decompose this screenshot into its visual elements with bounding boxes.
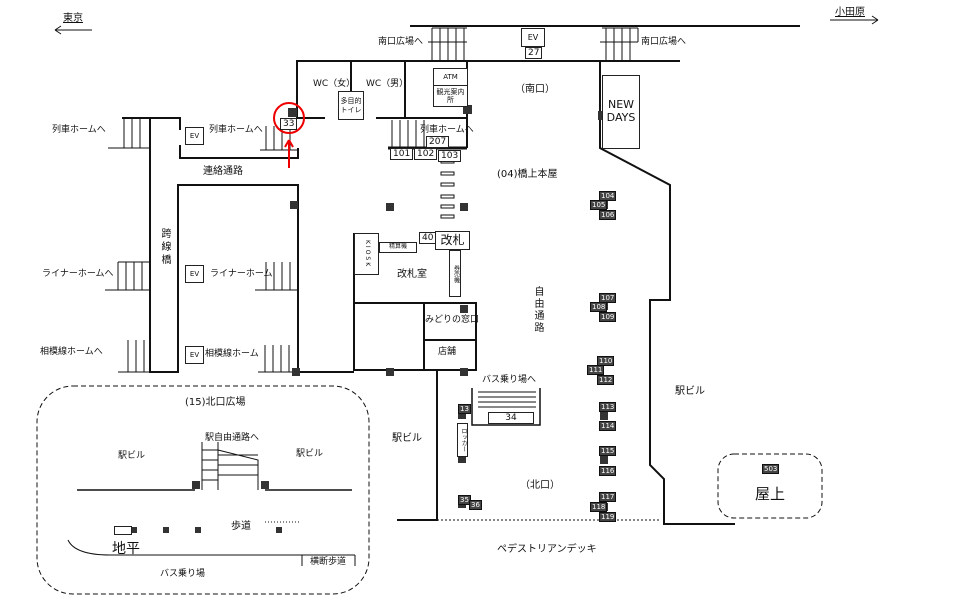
tag-13: 13 [458, 404, 471, 414]
ev-label: EV [189, 350, 200, 359]
kiosk-label: KIOSK [363, 239, 371, 269]
elevator-3: EV [185, 346, 204, 364]
tag-104: 104 [599, 191, 617, 201]
tag-117: 117 [599, 492, 617, 502]
tag-40: 40 [419, 232, 437, 244]
tag-101: 101 [390, 148, 414, 160]
label-gate-room: 改札室 [397, 269, 427, 280]
tag-36: 36 [469, 500, 482, 510]
label-sagami-home-2: 相模線ホーム [205, 349, 259, 359]
arrow-right-icon [830, 15, 879, 25]
tag-118: 118 [590, 502, 608, 512]
tag-105: 105 [590, 200, 608, 210]
label-liner-home-2: ライナーホーム [210, 269, 273, 279]
ev-label: EV [527, 32, 539, 42]
label-to-free-passage: 駅自由通路へ [205, 433, 260, 443]
tourist-info: 観光案内所 [433, 85, 468, 107]
label-north-plaza: (15)北口広場 [185, 397, 246, 408]
ticket-gate: 改札 [435, 231, 470, 250]
tag-119: 119 [599, 512, 617, 522]
label-connecting-passage: 連絡通路 [203, 166, 243, 177]
locker: ロッカー [457, 423, 468, 457]
elevator-2: EV [185, 265, 204, 283]
elevator-1: EV [185, 127, 204, 145]
bench [114, 526, 132, 535]
label-main-building: (04)橋上本屋 [497, 169, 558, 180]
fare-adjust-label: 精算機 [388, 243, 407, 251]
label-liner-home-1: ライナーホームへ [42, 269, 114, 279]
label-train-home-2: 列車ホームへ [209, 125, 263, 135]
tag-33: 33 [280, 118, 298, 130]
tag-103: 103 [438, 150, 462, 162]
label-rooftop: 屋上 [755, 485, 786, 503]
label-south-plaza-right: 南口広場へ [641, 37, 687, 47]
label-south-exit: （南口） [515, 84, 555, 95]
label-plaza-building-left: 駅ビル [118, 451, 146, 461]
locker-label: ロッカー [459, 428, 467, 452]
tag-114: 114 [599, 421, 617, 431]
label-wc-female: WC（女） [313, 79, 356, 89]
label-free-passage: 自由通路 [532, 286, 543, 334]
ev-label: EV [189, 131, 200, 140]
label-bus-to: バス乗り場へ [482, 375, 537, 385]
label-train-home-3: 列車ホームへ [420, 125, 474, 135]
ticket-machine: 券売機 [449, 250, 461, 297]
ticket-machine-label: 券売機 [452, 264, 460, 283]
tag-116: 116 [599, 466, 617, 476]
tag-34: 34 [488, 412, 534, 424]
tag-503: 503 [762, 464, 780, 474]
label-bus-stop: バス乗り場 [160, 569, 206, 579]
label-south-plaza-left: 南口広場へ [378, 37, 424, 47]
fare-adjustment-machine: 精算機 [379, 242, 417, 253]
tag-106: 106 [599, 210, 617, 220]
kiosk: KIOSK [354, 233, 379, 275]
elevator: EV [521, 28, 545, 47]
tag-27: 27 [525, 47, 543, 59]
label-sagami-home-1: 相模線ホームへ [40, 347, 103, 357]
label-station-building-left: 駅ビル [392, 433, 422, 444]
label-north-exit: （北口） [520, 480, 560, 491]
tag-107: 107 [599, 293, 617, 303]
label-train-home-1: 列車ホームへ [52, 125, 106, 135]
tag-207: 207 [426, 136, 450, 148]
tag-115: 115 [599, 446, 617, 456]
newdays-shop: NEWDAYS [602, 75, 640, 149]
tag-112: 112 [597, 375, 615, 385]
label-midori-window: みどりの窓口 [425, 315, 480, 325]
atm: ATM [433, 68, 468, 86]
label-crossover-bridge: 跨線橋 [159, 228, 170, 267]
direction-odawara: 小田原 [835, 7, 865, 18]
newdays-label: NEWDAYS [606, 98, 636, 124]
label-plaza-building-right: 駅ビル [296, 449, 324, 459]
ticket-gate-label: 改札 [440, 232, 465, 247]
label-sidewalk: 歩道 [231, 521, 251, 532]
tag-108: 108 [590, 302, 608, 312]
multi-toilet-label: 多目的トイレ [340, 97, 362, 114]
label-pedestrian-deck: ペデストリアンデッキ [497, 544, 597, 555]
atm-label: ATM [443, 72, 458, 81]
tourist-info-label: 観光案内所 [436, 87, 465, 104]
tag-109: 109 [599, 312, 617, 322]
label-wc-male: WC（男） [366, 79, 409, 89]
direction-tokyo: 東京 [63, 13, 83, 24]
tag-113: 113 [599, 402, 617, 412]
label-crosswalk: 横断歩道 [310, 557, 347, 567]
arrow-left-icon [54, 25, 92, 35]
label-ground-level: 地平 [112, 541, 140, 557]
tag-102: 102 [414, 148, 438, 160]
label-shop: 店舗 [438, 347, 457, 357]
highlight-arrow-icon [284, 139, 294, 168]
tag-111: 111 [587, 365, 605, 375]
tag-110: 110 [597, 356, 615, 366]
label-station-building-right: 駅ビル [675, 386, 705, 397]
multipurpose-toilet: 多目的トイレ [338, 91, 364, 120]
ev-label: EV [189, 269, 200, 278]
